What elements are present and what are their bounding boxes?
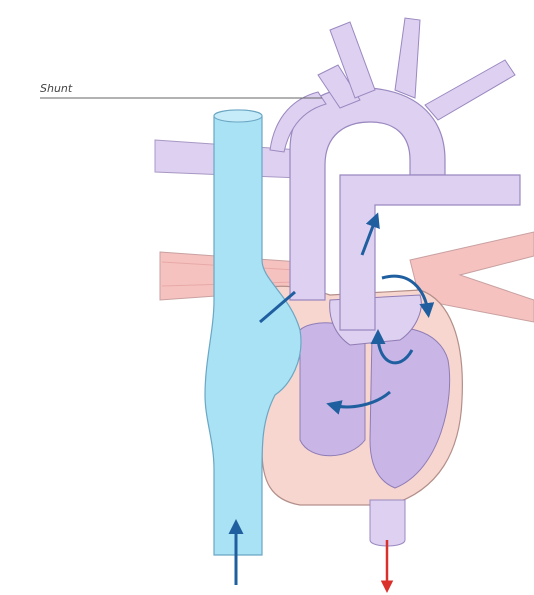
shunt-label: Shunt	[40, 82, 73, 95]
shunt-callout: Shunt	[40, 82, 322, 98]
descending-vessel	[370, 500, 405, 546]
